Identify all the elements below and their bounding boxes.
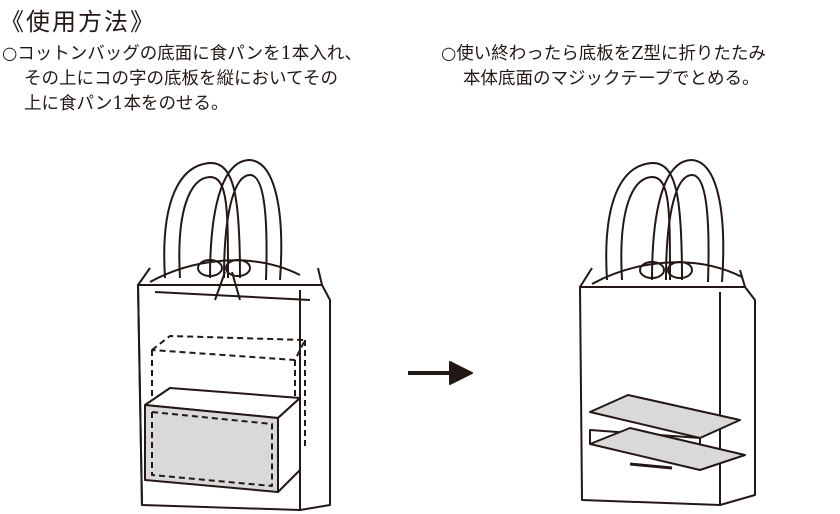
step-line: その上にコの字の底板を縦においてその: [24, 69, 338, 89]
instruction-step-2: ○使い終わったら底板をZ型に折りたたみ 本体底面のマジックテープでとめる。: [441, 42, 766, 92]
instruction-step-1: ○コットンバッグの底面に食パンを1本入れ、 その上にコの字の底板を縦においてその…: [2, 42, 362, 117]
bag-with-bread-illustration: [137, 159, 331, 511]
page-title: 《使用方法》: [0, 8, 156, 36]
bag-with-folded-board-illustration: [579, 159, 756, 506]
step-line: ○使い終わったら底板をZ型に折りたたみ: [441, 44, 766, 64]
step-line: 本体底面のマジックテープでとめる。: [463, 69, 760, 89]
bread-loaf: [144, 387, 301, 493]
arrow-right-icon: [408, 361, 473, 385]
step-line: ○コットンバッグの底面に食パンを1本入れ、: [2, 44, 362, 64]
step-line: 上に食パン1本をのせる。: [24, 94, 229, 114]
folded-bottom-board: [589, 394, 746, 471]
